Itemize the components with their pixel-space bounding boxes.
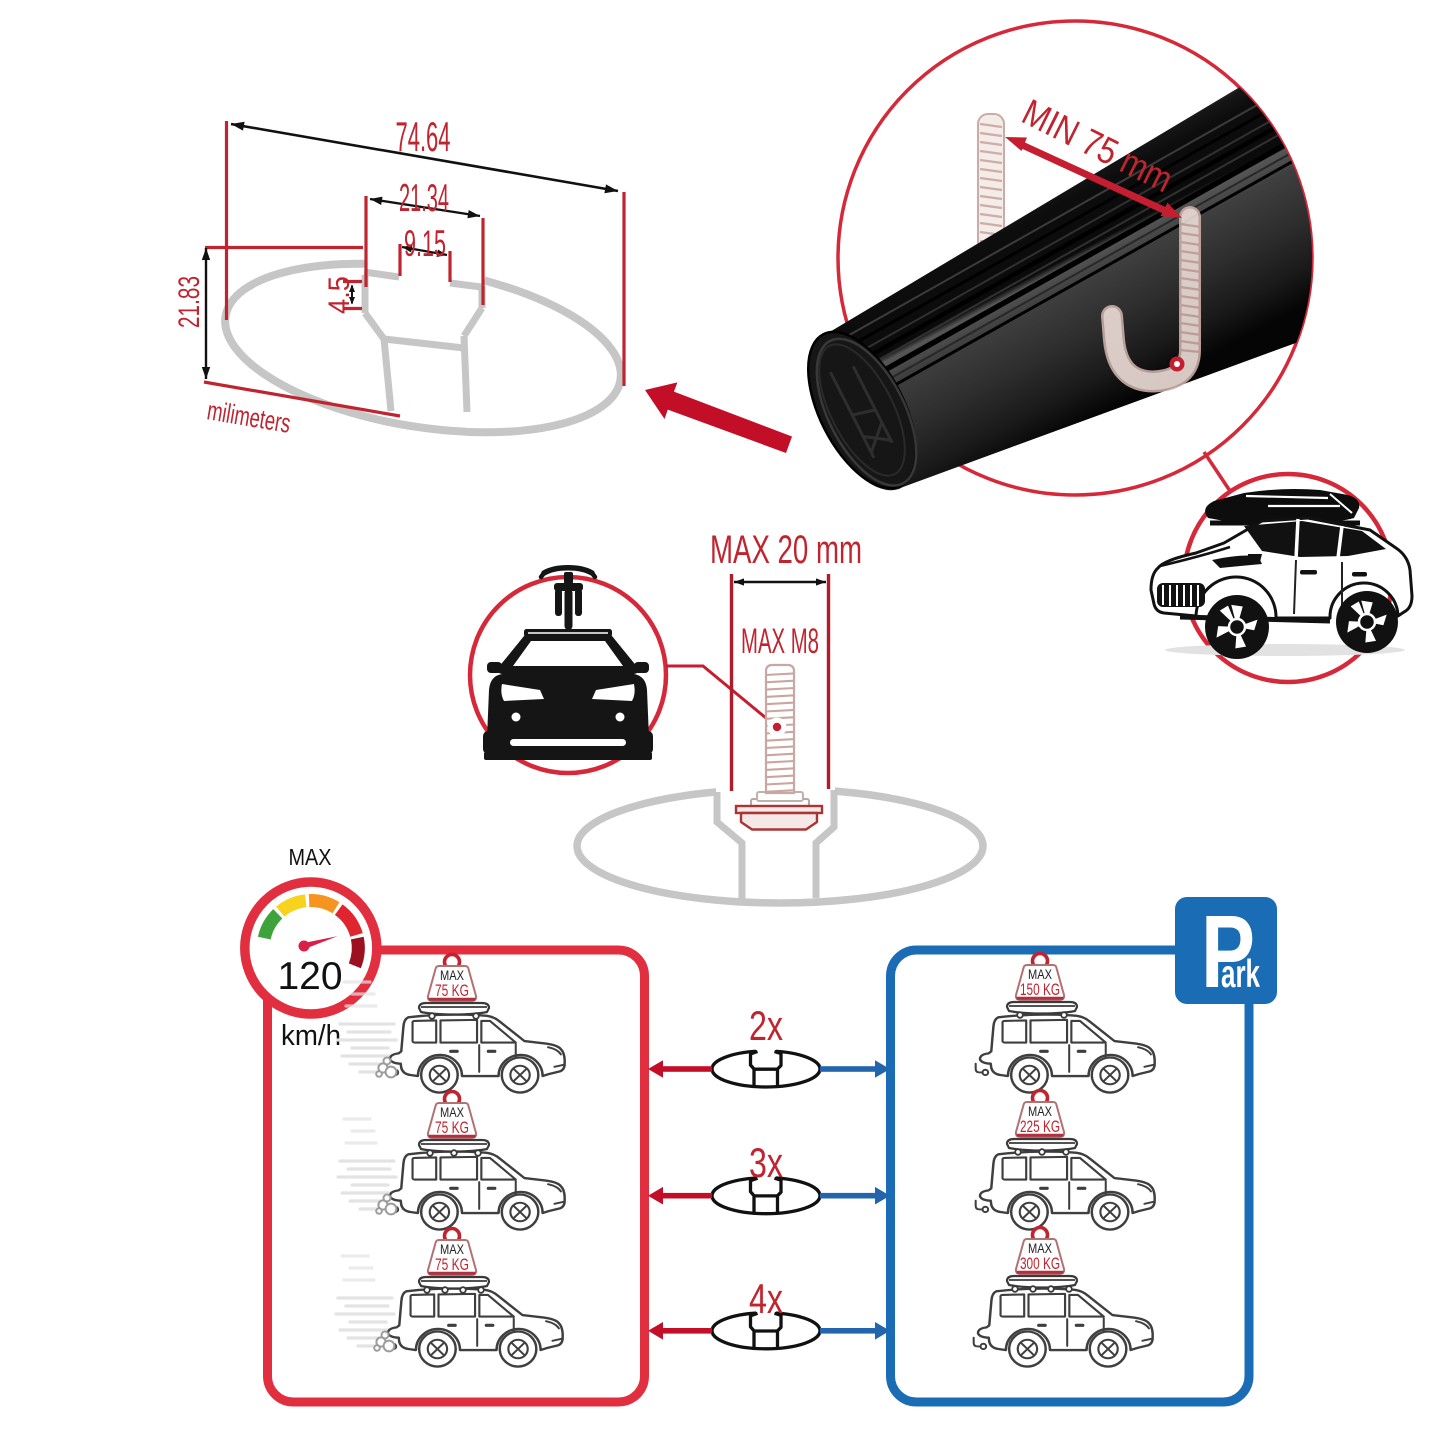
svg-text:21.34: 21.34 (399, 177, 449, 220)
svg-text:ark: ark (1221, 953, 1260, 996)
svg-text:3x: 3x (749, 1139, 783, 1186)
svg-text:MAX M8: MAX M8 (741, 622, 819, 661)
svg-text:4x: 4x (749, 1275, 783, 1322)
svg-text:km/h: km/h (281, 1020, 341, 1052)
svg-text:74.64: 74.64 (396, 113, 451, 160)
svg-text:9.15: 9.15 (404, 223, 446, 264)
svg-text:150 KG: 150 KG (1020, 981, 1060, 999)
svg-text:MAX: MAX (289, 844, 332, 870)
svg-text:MAX: MAX (1028, 966, 1053, 982)
svg-text:225 KG: 225 KG (1020, 1118, 1060, 1136)
svg-text:MAX: MAX (1028, 1240, 1053, 1256)
svg-text:milimeters: milimeters (205, 395, 293, 438)
svg-text:120: 120 (277, 955, 342, 998)
svg-text:MAX: MAX (440, 967, 465, 983)
svg-text:MAX 20 mm: MAX 20 mm (710, 528, 862, 572)
svg-text:MAX: MAX (1028, 1103, 1053, 1119)
svg-text:75 KG: 75 KG (435, 1256, 469, 1274)
svg-text:2x: 2x (749, 1002, 783, 1049)
svg-text:MAX: MAX (440, 1104, 465, 1120)
svg-text:75 KG: 75 KG (435, 1119, 469, 1137)
svg-text:4.5: 4.5 (323, 276, 356, 314)
svg-text:P: P (1201, 894, 1255, 1009)
svg-text:300 KG: 300 KG (1020, 1255, 1060, 1273)
svg-text:MAX: MAX (440, 1241, 465, 1257)
svg-text:21.83: 21.83 (173, 276, 206, 328)
svg-text:75 KG: 75 KG (435, 982, 469, 1000)
